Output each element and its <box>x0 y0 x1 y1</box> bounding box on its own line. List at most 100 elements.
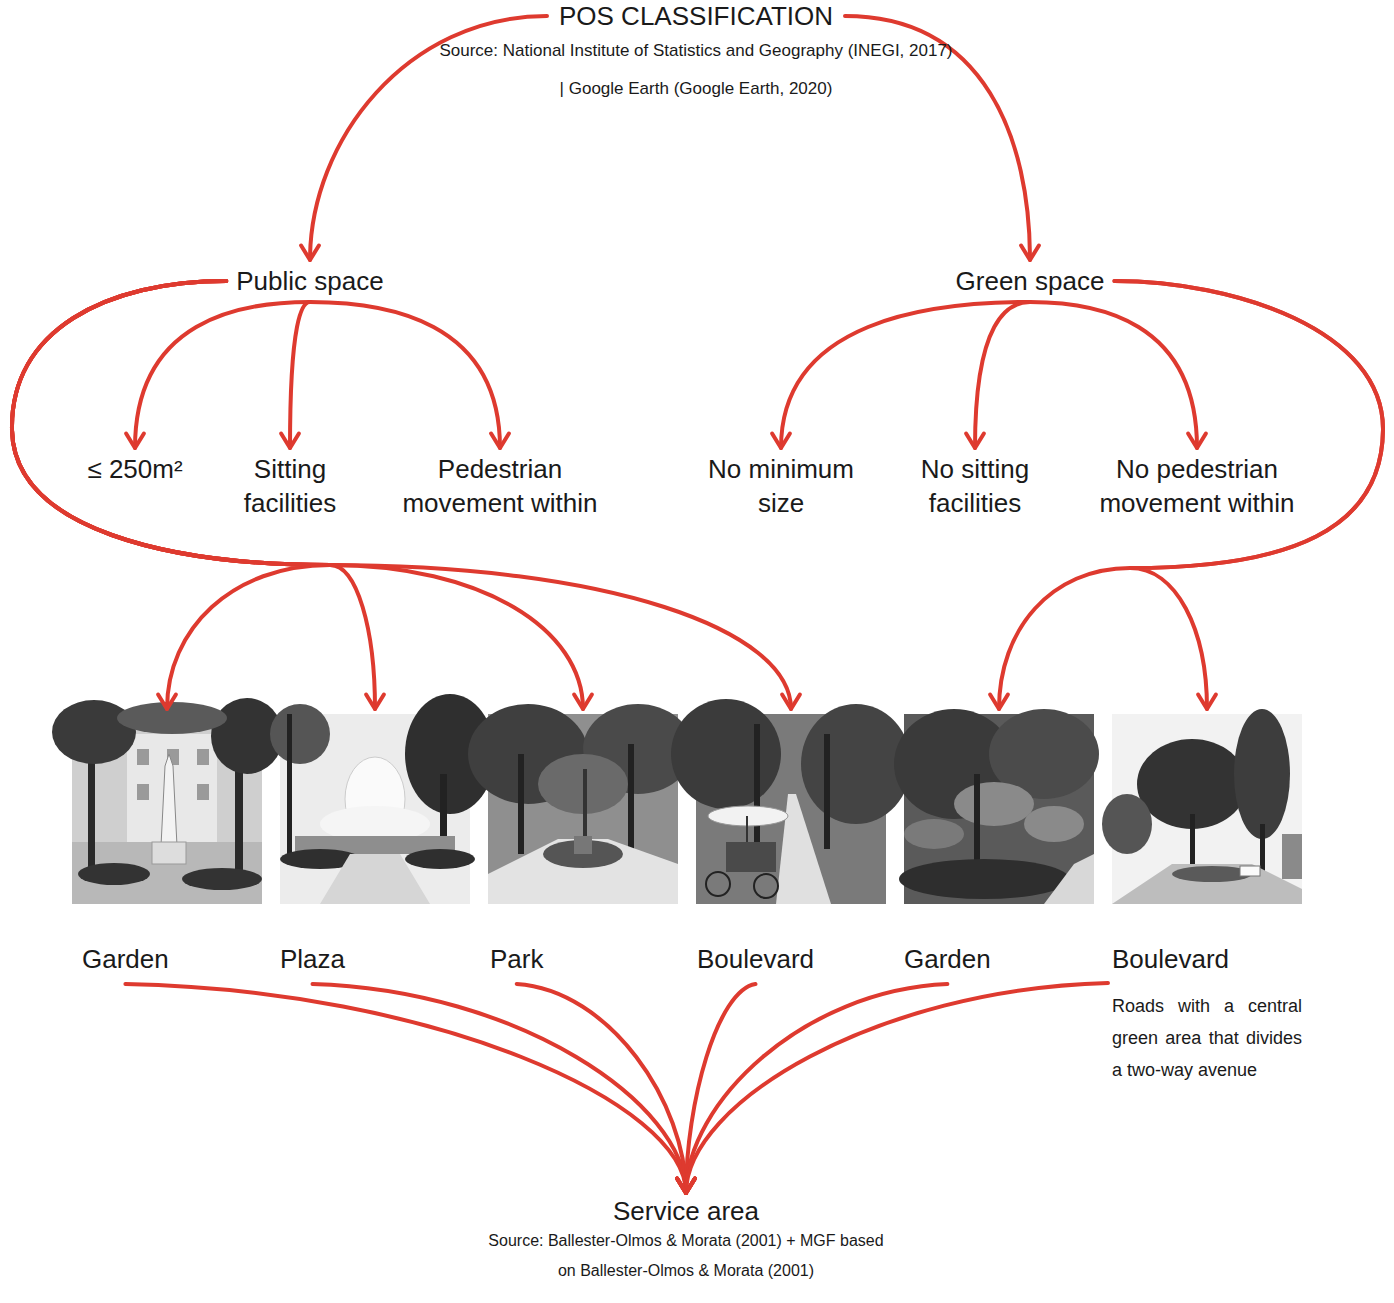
curved-arrow <box>310 302 509 448</box>
criterion-node: No pedestrian movement within <box>1077 452 1317 520</box>
category-node: Green space <box>930 264 1130 298</box>
photo-spacer <box>488 714 678 944</box>
category-label: Green space <box>930 264 1130 298</box>
curved-arrow <box>517 984 695 1193</box>
criterion-label: Sitting facilities <box>220 452 360 520</box>
source-note: Source: National Institute of Statistics… <box>436 32 956 108</box>
arrow-head <box>301 246 319 261</box>
arrow-head <box>966 434 984 449</box>
photo-spacer <box>1112 714 1302 944</box>
arrow-line <box>781 302 1030 448</box>
arrow-line <box>999 281 1383 709</box>
arrow-line <box>1030 302 1197 448</box>
curved-arrow <box>313 984 695 1193</box>
photo-shape <box>1102 794 1152 854</box>
space-type-label: Plaza <box>280 944 470 974</box>
arrow-line <box>686 983 1108 1193</box>
garden-photo <box>52 698 283 904</box>
arrow-head <box>491 434 509 449</box>
photo-shape <box>117 702 227 734</box>
photo-shape <box>1240 866 1260 876</box>
photo-shape <box>583 769 587 839</box>
arrow-line <box>517 984 686 1193</box>
arrow-line <box>686 984 756 1193</box>
photo-shape <box>137 749 149 765</box>
curved-arrow <box>966 302 1030 448</box>
arrow-head <box>677 1179 695 1194</box>
photo-shape <box>954 782 1034 826</box>
photo-shape <box>152 842 186 864</box>
curved-arrow <box>281 302 310 448</box>
photo-spacer <box>696 714 886 944</box>
arrow-line <box>12 281 791 709</box>
criterion-node: ≤ 250m² <box>65 452 205 486</box>
photo-shape <box>137 784 149 800</box>
photo-shape <box>726 842 776 872</box>
photo-shape <box>776 794 831 904</box>
photo-shape <box>287 714 292 854</box>
space-type-label: Park <box>488 944 678 974</box>
space-type-node: Garden <box>72 714 262 974</box>
criterion-node: No sitting facilities <box>895 452 1055 520</box>
space-type-node: BoulevardRoads with a central green area… <box>1112 714 1302 1086</box>
source-note: Source: Ballester-Olmos & Morata (2001) … <box>486 1226 886 1286</box>
arrow-head <box>574 695 592 710</box>
photo-shape <box>904 819 964 849</box>
plaza-photo <box>270 694 495 904</box>
curved-arrow <box>772 302 1030 448</box>
arrow-line <box>310 302 500 448</box>
curved-arrow <box>12 281 384 709</box>
photo-shape <box>405 849 475 869</box>
photo-shape <box>628 744 634 854</box>
photo-shape <box>161 754 177 846</box>
photo-shape <box>52 700 136 764</box>
photo-shape <box>1112 864 1302 904</box>
space-type-label: Boulevard <box>1112 944 1302 974</box>
arrow-line <box>135 302 310 448</box>
arrow-line <box>125 984 686 1193</box>
space-type-node: Boulevard <box>696 714 886 974</box>
boulevard-photo <box>1102 709 1302 904</box>
space-type-label: Garden <box>904 944 1094 974</box>
photo-shape <box>197 749 209 765</box>
service-area-label: Service area <box>436 1196 936 1226</box>
photo-spacer <box>904 714 1094 944</box>
service-area-node: Service areaSource: Ballester-Olmos & Mo… <box>436 1196 936 1286</box>
criterion-node: Sitting facilities <box>220 452 360 520</box>
arrow-line <box>12 281 375 709</box>
photo-shape <box>706 872 730 896</box>
criterion-node: Pedestrian movement within <box>385 452 615 520</box>
criterion-label: Pedestrian movement within <box>385 452 615 520</box>
category-label: Public space <box>210 264 410 298</box>
photo-shape <box>1282 834 1302 879</box>
curved-arrow <box>1030 302 1206 448</box>
criterion-label: ≤ 250m² <box>65 452 205 486</box>
curved-arrow <box>126 302 310 448</box>
arrow-line <box>313 984 687 1193</box>
photo-shape <box>1234 709 1290 839</box>
arrow-head <box>1198 695 1216 710</box>
arrow-head <box>1021 246 1039 261</box>
arrow-head <box>782 695 800 710</box>
photo-shape <box>78 863 150 885</box>
photo-shape <box>754 874 778 898</box>
photo-shape <box>182 868 262 890</box>
arrow-head <box>772 434 790 449</box>
curved-arrow <box>677 983 1108 1193</box>
photo-spacer <box>280 714 470 944</box>
arrow-head <box>1188 434 1206 449</box>
photo-shape <box>746 816 748 846</box>
photo-shape <box>899 859 1069 899</box>
photo-shape <box>671 699 781 809</box>
arrow-head <box>281 434 299 449</box>
description-note: Roads with a central green area that div… <box>1112 990 1302 1086</box>
boulevard-photo <box>671 699 911 904</box>
classification-root: POS CLASSIFICATIONSource: National Insti… <box>420 0 972 108</box>
photo-shape <box>1044 854 1094 904</box>
photo-shape <box>518 754 524 854</box>
space-type-node: Plaza <box>280 714 470 974</box>
photo-shape <box>1024 806 1084 842</box>
arrow-line <box>290 302 310 448</box>
photo-shape <box>824 734 830 849</box>
